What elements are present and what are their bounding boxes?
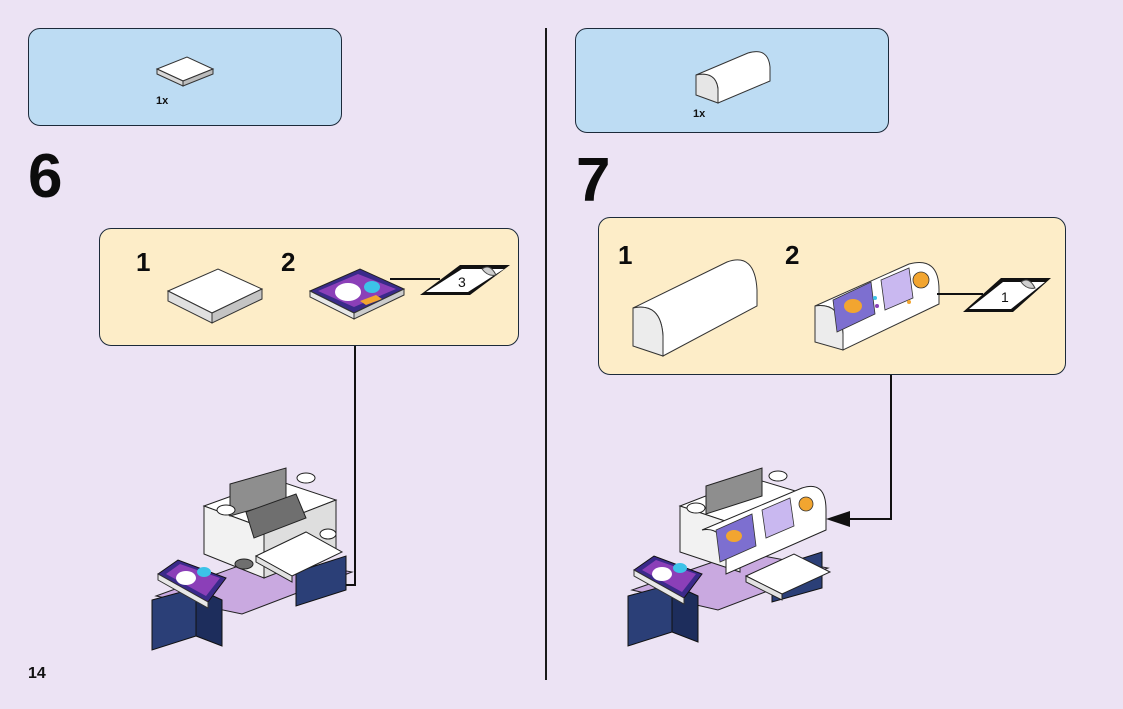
step-6-parts-box: 1x <box>28 28 342 126</box>
part-quantity: 1x <box>693 108 706 120</box>
white-curved-slope-icon <box>632 259 758 357</box>
white-curved-slope-icon <box>695 51 771 104</box>
page-divider <box>545 28 547 680</box>
dj-panel-slope-icon <box>814 262 940 351</box>
substep-number: 2 <box>281 247 296 277</box>
step-7-model <box>627 467 832 647</box>
part-quantity: 1x <box>156 95 169 107</box>
substep-number: 2 <box>785 240 800 270</box>
sticker-callout: 3 <box>390 265 510 295</box>
printed-poster-tile-icon <box>308 268 406 320</box>
substep-number: 1 <box>618 240 633 270</box>
substep-number: 1 <box>136 247 151 277</box>
sticker-number: 3 <box>458 274 466 290</box>
white-tile-icon <box>155 56 215 87</box>
step-6-model <box>151 467 354 651</box>
page-number: 14 <box>28 665 46 682</box>
sticker-callout: 1 <box>937 278 1051 312</box>
step-number: 6 <box>28 142 63 211</box>
sticker-number: 1 <box>1001 289 1009 305</box>
step-7-parts-box: 1x <box>575 28 889 133</box>
step-number: 7 <box>576 146 611 215</box>
white-tile-icon <box>166 268 264 324</box>
step-7-substep-box: 1 2 1 <box>598 217 1066 375</box>
step-6-substep-box: 1 2 3 <box>99 228 519 346</box>
